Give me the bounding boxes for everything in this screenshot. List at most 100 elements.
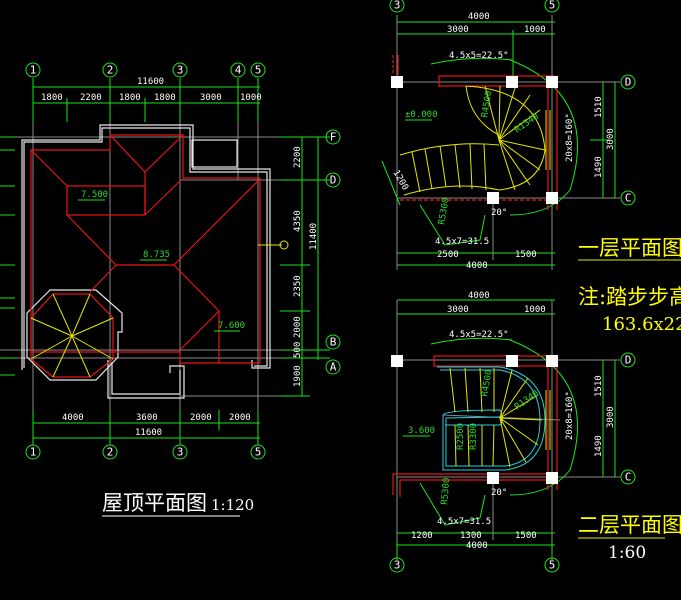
angle-text: 4.5x7=31.5 [437, 517, 491, 527]
axis-label: 1 [30, 446, 37, 459]
stair-plan-1-title: 一层平面图 1 [578, 236, 681, 260]
axis-label: 5 [549, 0, 556, 12]
dimension-text: 1490 [594, 156, 604, 178]
dimension-text: 3000 [606, 128, 616, 150]
angle-text: 4.5x5=22.5° [449, 330, 509, 340]
dimension-text: 2000 [229, 413, 251, 423]
dimension-text: 2200 [293, 146, 303, 168]
axis-label: D [625, 354, 632, 367]
roof-grid-lines [0, 120, 330, 420]
dimension-text: 4000 [466, 261, 488, 271]
axis-label: D [330, 174, 337, 187]
dimension-text: 1490 [594, 435, 604, 457]
dimension-text: 4350 [293, 210, 303, 232]
roof-dimension-lines [0, 78, 330, 445]
drain-pipe-icon [279, 240, 289, 250]
level-mark: 7.500 [81, 190, 108, 200]
level-mark: 3.600 [408, 426, 435, 436]
angle-text: 20° [491, 208, 507, 218]
scale-text: 1:60 [608, 543, 646, 563]
axis-bubbles-bottom: 1 2 3 5 [25, 438, 266, 460]
roof-building-outline [21, 124, 271, 399]
stair-plan-second-floor: 4000 3000 1000 4.5x5=22.5° 4.5x7=31.5 20… [389, 291, 681, 573]
dimension-text: 1500 [515, 250, 537, 260]
dimension-text: 1300 [460, 531, 482, 541]
dimension-text: 1000 [524, 25, 546, 35]
axis-label: 5 [255, 446, 262, 459]
dimension-text: 2500 [437, 250, 459, 260]
axis-label: 3 [394, 0, 401, 12]
axis-label: 1 [30, 64, 37, 77]
dimension-text: 2200 [80, 93, 102, 103]
roof-ridge-lines [30, 134, 261, 364]
dimension-text: 11600 [135, 428, 162, 438]
roof-octagon-tower [30, 293, 114, 378]
dimension-text: 4000 [466, 541, 488, 551]
dimension-text: 11400 [309, 223, 319, 250]
dimension-text: 2350 [293, 275, 303, 297]
dimension-text: 3000 [447, 305, 469, 315]
level-mark: 8.735 [143, 250, 170, 260]
dimension-text: 1200 [411, 531, 433, 541]
axis-label: 4 [235, 64, 242, 77]
radius-text: R5300 [437, 197, 452, 225]
note-line-2: 163.6x22= [602, 314, 681, 335]
stair-plan-first-floor: 4000 3000 1000 4.5x5=22.5° 4.5x7=31.5 20… [381, 0, 681, 271]
axis-label: 3 [177, 64, 184, 77]
radius-text: R5300 [440, 477, 452, 505]
dimension-text: 1000 [240, 93, 262, 103]
dimension-text: 11600 [137, 77, 164, 87]
dimension-text: 1000 [524, 305, 546, 315]
dimension-text: 1800 [154, 93, 176, 103]
level-mark: 7.600 [218, 321, 245, 331]
note-line-1: 注:踏步步高 [578, 285, 681, 309]
axis-label: F [330, 131, 337, 144]
dimension-text: 4000 [468, 291, 490, 301]
dimension-text: 500 [293, 342, 303, 358]
dimension-text: 1800 [41, 93, 63, 103]
angle-text: 20° [491, 488, 507, 498]
dimension-text: 4000 [468, 12, 490, 22]
dimension-text: 1510 [594, 375, 604, 397]
dimension-text: 2000 [190, 413, 212, 423]
dimension-text: 1500 [515, 531, 537, 541]
axis-label: D [625, 76, 632, 89]
dimension-text: 1900 [293, 365, 303, 387]
scale-text: 1:120 [211, 496, 254, 514]
angle-text: 20x8=160° [565, 391, 575, 440]
axis-label: 5 [255, 64, 262, 77]
dimension-text: 2000 [293, 316, 303, 338]
dimension-text: 3600 [136, 413, 158, 423]
dimension-text: 1800 [119, 93, 141, 103]
title-text: 屋顶平面图 [102, 491, 207, 515]
axis-label: 3 [394, 559, 401, 572]
stair-plan-2-title: 二层平面图 [578, 513, 681, 537]
dimension-text: 1510 [594, 96, 604, 118]
angle-text: 4.5x7=31.5 [435, 237, 489, 247]
roof-plan: 7.500 8.735 7.600 11600 1800 2200 1800 1… [0, 62, 341, 517]
radius-text: R3300 [469, 423, 479, 450]
angle-text: 20x8=160° [565, 113, 575, 162]
axis-label: C [625, 192, 632, 205]
axis-label: 3 [177, 446, 184, 459]
dimension-text: 4000 [62, 413, 84, 423]
axis-label: 2 [107, 64, 114, 77]
spiral-stair-treads [449, 367, 551, 468]
spiral-stair-treads [399, 85, 551, 196]
axis-bubbles-top: 1 2 3 4 5 [25, 62, 266, 78]
axis-label: A [330, 361, 337, 374]
radius-text: R4500 [480, 369, 495, 397]
axis-label: C [625, 471, 632, 484]
axis-label: 2 [107, 446, 114, 459]
axis-label: 5 [549, 559, 556, 572]
axis-label: B [330, 336, 337, 349]
dimension-text: 3000 [200, 93, 222, 103]
radius-text: R4500 [480, 90, 495, 118]
level-mark: ±0.000 [405, 110, 438, 120]
angle-text: 4.5x5=22.5° [449, 51, 509, 61]
dimension-text: 3000 [447, 25, 469, 35]
radius-text: R1340 [513, 389, 541, 413]
